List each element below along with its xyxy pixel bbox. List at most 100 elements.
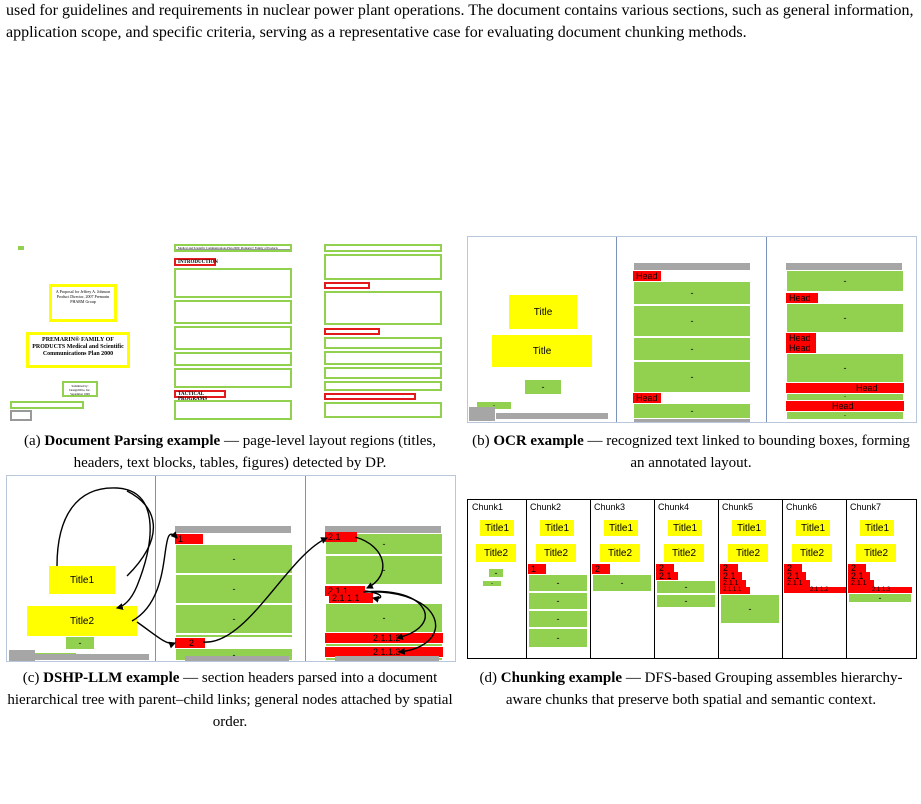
chunk-column-7: Chunk7 Title1 Title2 2 2.1 2.1.1 2.1.1.3… [846, 500, 916, 658]
caption-b-rest: — recognized text linked to bounding box… [583, 433, 910, 471]
dp-region [324, 367, 442, 379]
chunk-header-2: 2 [720, 564, 738, 573]
chunk-header-2-1-1: 2.1.1 [848, 580, 874, 587]
dp-region [174, 400, 292, 420]
tree-other-node [335, 656, 439, 661]
dp-region [10, 401, 84, 409]
page-separator [766, 237, 767, 422]
dp-region [324, 244, 442, 252]
dp-tactical-head: TACTICAL PROGRAMS [178, 392, 208, 402]
tree-other-node [35, 654, 149, 660]
tree-general-node: - [65, 636, 95, 650]
caption-a-rest: — page-level layout regions (titles, hea… [73, 433, 436, 471]
chunk-label: Chunk6 [786, 502, 818, 512]
arrow-edge [56, 487, 151, 610]
chunk-header-1: 1 [528, 564, 546, 574]
dp-region: Medical and Scientific Communications Pl… [174, 244, 292, 252]
caption-b: (b) OCR example — recognized text linked… [467, 430, 915, 474]
dp-region [174, 352, 292, 366]
arrow-edge [131, 531, 178, 622]
tree-header-node-2: 2 [175, 638, 205, 648]
chunk-general-block: - [592, 574, 652, 592]
ocr-text-block: - [633, 403, 751, 419]
arrow-edge [354, 536, 384, 589]
chunk-label: Chunk5 [722, 502, 754, 512]
chunk-header-2-1-1-2: 2.1.1.2 [784, 587, 846, 593]
tree-header-node-2-1-1-3: 2.1.1.3 [325, 647, 443, 657]
ocr-other-block [786, 263, 902, 270]
caption-b-bold: OCR example [493, 433, 584, 449]
tree-other-node [175, 526, 291, 533]
chunk-header-2: 2 [592, 564, 610, 574]
dp-region [324, 351, 442, 365]
chunk-general-block: - [528, 592, 588, 610]
panel-c-dshp-llm: Title1 Title2 - - 1 - - - - 2 - - 2.1 - … [6, 475, 456, 662]
ocr-text-block: - [633, 305, 751, 337]
dp-family-title: PREMARIN® FAMILY OF PRODUCTS Medical and… [32, 337, 124, 357]
chunk-label: Chunk1 [472, 502, 504, 512]
chunk-column-6: Chunk6 Title1 Title2 2 2.1 2.1.1 2.1.1.2 [782, 500, 847, 658]
chunk-general-block: - [528, 628, 588, 648]
caption-a: (a) Document Parsing example — page-leve… [6, 430, 454, 474]
tree-general-node: - [325, 555, 443, 585]
panel-d-chunking: Chunk1 Title1 Title2 - - Chunk2 Title1 T… [467, 499, 917, 659]
arrow-edge [136, 621, 177, 649]
dp-intro-head: INTRODUCTION [178, 260, 219, 265]
ocr-head-block: Head [786, 343, 816, 353]
chunk-title1: Title1 [540, 520, 574, 536]
chunk-column-2: Chunk2 Title1 Title2 1 - - - - [526, 500, 591, 658]
ocr-other-block [469, 407, 495, 421]
chunk-general-block: - [488, 568, 504, 578]
tree-other-node [325, 526, 441, 533]
caption-a-prefix: (a) [24, 433, 45, 449]
chunk-label: Chunk2 [530, 502, 562, 512]
chunk-general-block: - [528, 574, 588, 592]
dp-page-3 [306, 236, 454, 421]
chunk-general-block: - [528, 610, 588, 628]
tree-general-node: - [175, 634, 293, 638]
ocr-title-block: Title [492, 335, 592, 367]
dp-cover-text: A Proposal for Jeffrey A. Johnson Produc… [55, 289, 111, 304]
chunk-title1: Title1 [796, 520, 830, 536]
ocr-text-block: - [633, 337, 751, 361]
tree-header-node-2-1: 2.1 [325, 532, 357, 542]
ocr-head-block: Head [633, 271, 661, 281]
chunk-header-2-1-1-1: 2.1.1.1 [720, 587, 750, 594]
dp-heading-region: TACTICAL PROGRAMS [174, 390, 226, 402]
caption-d: (d) Chunking example — DFS-based Groupin… [467, 667, 915, 711]
tree-header-node-2-1-1-2: 2.1.1.2 [325, 633, 443, 643]
ocr-other-block [634, 263, 750, 270]
chunk-title1: Title1 [604, 520, 638, 536]
caption-d-rest: — DFS-based Grouping assembles hierarchy… [505, 670, 903, 708]
ocr-text-block: - [786, 353, 904, 383]
caption-d-bold: Chunking example [500, 670, 623, 686]
page-separator [305, 476, 306, 661]
chunk-header-2: 2 [848, 564, 866, 573]
chunk-general-block: - [656, 580, 716, 594]
ocr-text-block: - [633, 281, 751, 305]
chunk-title2: Title2 [536, 544, 576, 562]
dp-region [174, 300, 292, 324]
chunk-column-5: Chunk5 Title1 Title2 2 2.1 2.1.1 2.1.1.1… [718, 500, 783, 658]
dp-region [174, 326, 292, 350]
dp-family-title-region: PREMARIN® FAMILY OF PRODUCTS Medical and… [26, 332, 130, 368]
chunk-label: Chunk3 [594, 502, 626, 512]
tree-header-node-2-1-1-1: 2.1.1.1 [329, 593, 373, 603]
tree-other-node [185, 656, 289, 661]
chunk-column-4: Chunk4 Title1 Title2 2 2.1 - - [654, 500, 719, 658]
chunk-title2: Title2 [728, 544, 768, 562]
dp-region [324, 381, 442, 391]
arrow-edge [362, 591, 437, 655]
ocr-head-block: Head [786, 333, 816, 343]
dp-submitted: Submitted by: DesignWrite, Inc. Septembe… [69, 384, 91, 396]
tree-header-node-2-1-1: 2.1.1 [325, 586, 365, 596]
dp-region [324, 254, 442, 280]
tree-general-node: - [325, 643, 443, 647]
tree-title1-node: Title1 [49, 566, 115, 594]
chunk-header-2-1-1: 2.1.1 [720, 580, 746, 587]
chunk-header-2-1-1: 2.1.1 [784, 580, 810, 587]
tree-header-node-1: 1 [175, 534, 203, 544]
dp-heading-region: INTRODUCTION [174, 258, 219, 266]
chunk-title2: Title2 [600, 544, 640, 562]
chunk-column-3: Chunk3 Title1 Title2 2 - [590, 500, 655, 658]
